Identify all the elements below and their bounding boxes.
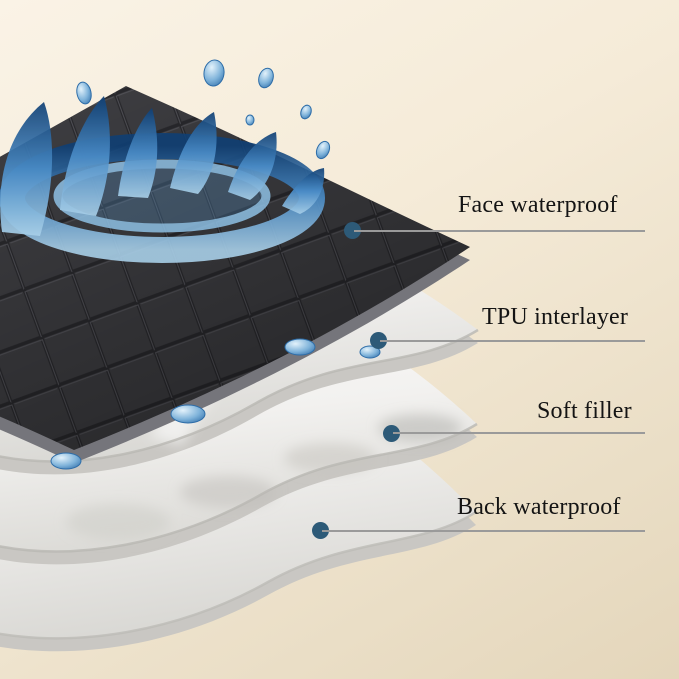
soft-filler-texture [66, 414, 462, 540]
label-back-waterproof: Back waterproof [312, 494, 645, 550]
tpu-interlayer-dot [370, 332, 387, 349]
tpu-interlayer-leader-line [380, 340, 645, 342]
tpu-interlayer-label: TPU interlayer [482, 304, 629, 330]
face-waterproof-leader-line [354, 230, 645, 232]
label-face-waterproof: Face waterproof [344, 190, 645, 246]
label-tpu-interlayer: TPU interlayer [370, 300, 645, 356]
back-waterproof-leader-line [322, 530, 645, 532]
soft-filler-dot [383, 425, 400, 442]
label-soft-filler: Soft filler [383, 398, 645, 450]
face-waterproof-label: Face waterproof [458, 192, 618, 218]
tpu-water-droplets [50, 338, 381, 470]
back-waterproof-label: Back waterproof [457, 494, 621, 520]
splash-crown [0, 96, 325, 236]
back-waterproof-dot [312, 522, 329, 539]
splash-droplets [76, 59, 331, 160]
soft-filler-leader-line [393, 432, 645, 434]
face-waterproof-layer [0, 86, 470, 463]
soft-filler-label: Soft filler [537, 398, 632, 424]
face-waterproof-dot [344, 222, 361, 239]
water-splash [0, 59, 331, 263]
